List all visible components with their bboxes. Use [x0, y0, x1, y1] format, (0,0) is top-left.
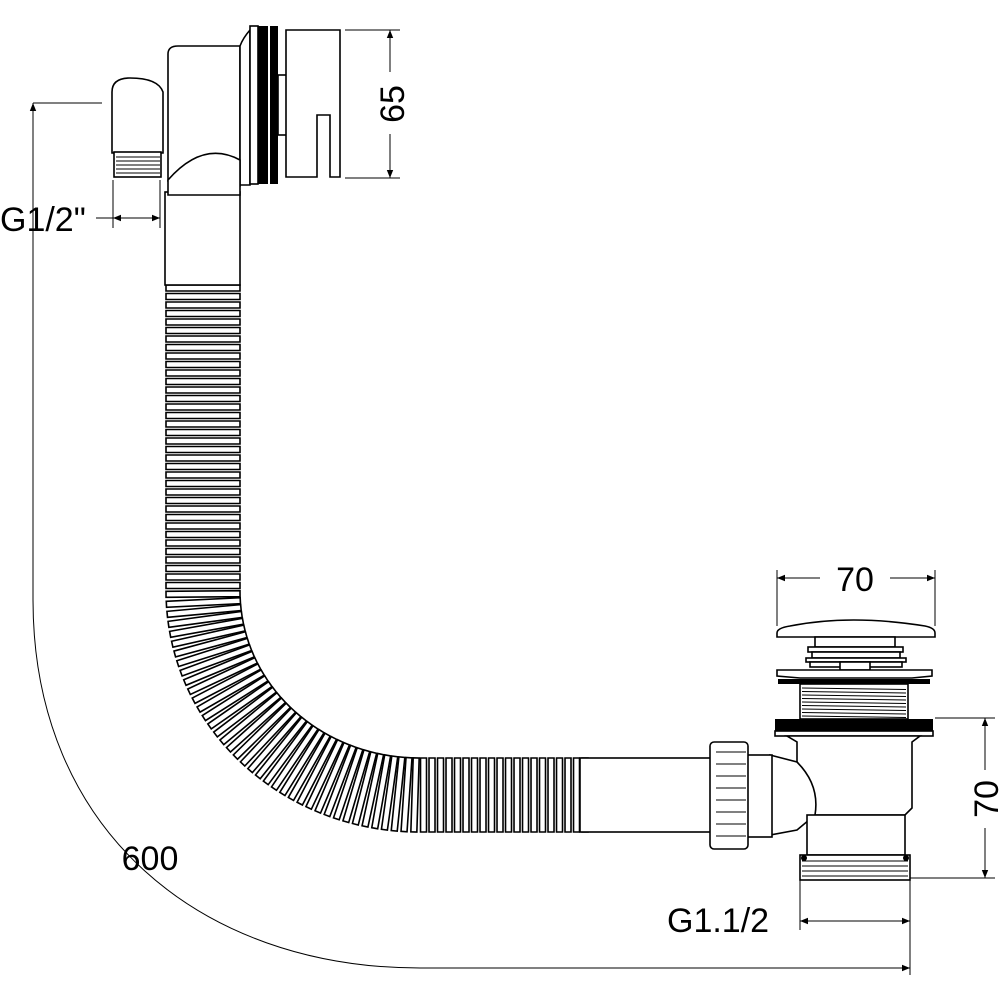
- flexible-hose: [165, 284, 589, 833]
- inlet-thread-label: G1/2": [0, 201, 86, 239]
- hose-rib: [165, 377, 241, 386]
- hose-rib: [165, 394, 241, 403]
- hose-rib: [521, 757, 530, 833]
- hose-rib: [165, 564, 241, 573]
- hose-rib: [165, 284, 241, 292]
- hose-rib: [165, 462, 241, 471]
- hose-sleeve-top: [164, 191, 241, 286]
- hose-rib: [428, 757, 436, 833]
- hose-rib: [165, 369, 241, 377]
- outlet-thread-label: G1.1/2: [667, 902, 769, 940]
- hose-rib: [165, 352, 241, 360]
- hose-rib: [572, 757, 581, 833]
- hose-rib: [165, 437, 241, 445]
- hose-rib: [513, 757, 521, 833]
- hose-rib: [165, 326, 241, 335]
- hose-rib: [165, 318, 241, 326]
- hose-rib: [462, 757, 470, 833]
- hose-rib: [165, 411, 241, 420]
- hose-rib: [165, 522, 241, 530]
- hose-rib: [165, 581, 241, 590]
- hose-rib: [165, 454, 241, 462]
- overflow-height-label: 65: [374, 85, 412, 123]
- waste-height-label: 70: [968, 780, 1000, 818]
- hose-sleeve-bottom: [579, 757, 716, 833]
- hose-rib: [470, 757, 479, 833]
- hose-rib: [165, 343, 241, 352]
- hose-rib: [165, 420, 241, 428]
- hose-rib: [165, 471, 241, 479]
- overflow-assembly: [111, 25, 341, 196]
- hose-rib: [165, 360, 241, 369]
- hose-rib: [165, 445, 241, 454]
- hose-rib: [165, 496, 241, 505]
- hose-rib: [165, 539, 241, 547]
- hose-rib: [504, 757, 513, 833]
- hose-rib: [165, 309, 241, 318]
- hose-rib: [453, 757, 462, 833]
- hose-rib: [538, 757, 547, 833]
- hose-rib: [436, 757, 445, 833]
- hose-rib: [555, 757, 564, 833]
- hose-rib: [410, 757, 421, 833]
- hose-rib: [165, 573, 241, 581]
- hose-rib: [165, 530, 241, 539]
- click-clack-waste: [709, 619, 936, 881]
- hose-rib: [165, 556, 241, 564]
- plug-diameter-label: 70: [836, 561, 874, 599]
- hose-rib: [165, 292, 241, 301]
- hose-rib: [496, 757, 504, 833]
- hose-rib: [165, 505, 241, 513]
- hose-rib: [165, 589, 241, 599]
- hose-rib: [547, 757, 555, 833]
- dimension-lines: [29, 29, 995, 975]
- hose-rib: [445, 757, 453, 833]
- hose-rib: [165, 301, 241, 309]
- hose-rib: [530, 757, 538, 833]
- hose-rib: [165, 335, 241, 343]
- hose-rib: [564, 757, 572, 833]
- hose-rib: [165, 547, 241, 556]
- hose-rib: [165, 479, 241, 488]
- hose-rib: [165, 403, 241, 411]
- hose-rib: [419, 757, 428, 833]
- cable-length-label: 600: [122, 840, 179, 878]
- hose-rib: [165, 428, 241, 437]
- hose-rib: [165, 488, 241, 496]
- hose-rib: [479, 757, 487, 833]
- hose-rib: [165, 386, 241, 394]
- hose-rib: [165, 513, 241, 522]
- hose-rib: [487, 757, 496, 833]
